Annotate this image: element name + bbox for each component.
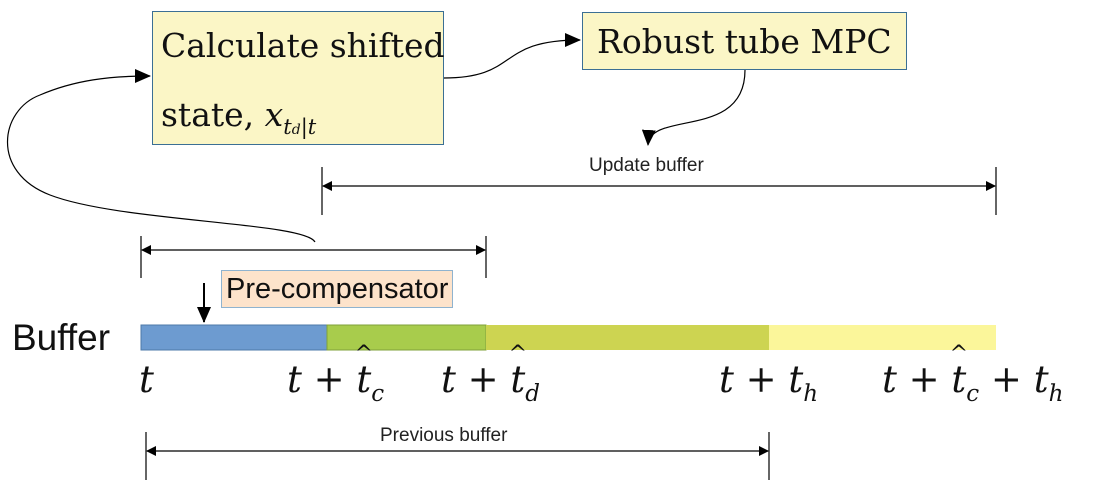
buffer-segment-3 [486, 325, 769, 350]
feedback-to-calc-connector [6, 69, 316, 243]
tick-last-sub2: h [1048, 381, 1064, 407]
mpc-box-label: Robust tube MPC [597, 22, 892, 61]
tick-t-plus-tc: t + tc [287, 358, 384, 407]
robust-tube-mpc-box: Robust tube MPC [582, 12, 907, 70]
previous-buffer-label: Previous buffer [380, 425, 508, 446]
tick-th-prefix: t + t [719, 358, 804, 401]
update-buffer-span [321, 167, 997, 215]
mpc-to-buffer-connector [641, 69, 746, 146]
previous-buffer-span [145, 432, 770, 480]
tick-t-plus-tc-plus-th: t + tc + th [882, 358, 1063, 407]
calculate-box-state-var: x [264, 95, 284, 134]
update-buffer-label: Update buffer [589, 155, 704, 176]
tick-tc-sub: c [371, 381, 385, 407]
tick-tc-prefix: t + [287, 358, 357, 401]
calculate-shifted-state-box: Calculate shifted state, xtd|t [152, 11, 445, 145]
tick-t: t [139, 358, 154, 401]
tick-tc-hat-var: t [356, 358, 371, 401]
buffer-segment-1 [140, 324, 328, 351]
pre-compensator-box: Pre-compensator [221, 270, 454, 308]
calc-to-mpc-connector [443, 33, 581, 79]
buffer-segment-2 [326, 324, 487, 351]
buffer-bar [140, 324, 996, 351]
calculate-box-sub-bar-t: |t [300, 115, 317, 139]
tick-th-sub: h [803, 381, 819, 407]
tick-last-suffix: + t [979, 358, 1049, 401]
calculate-box-line1: Calculate shifted [161, 26, 445, 65]
calculate-box-state-sub: td|t [283, 115, 316, 139]
tick-t-plus-th: t + th [719, 358, 818, 407]
calculate-box-sub-t: t [283, 115, 292, 139]
tick-td-sub: d [525, 381, 541, 407]
tick-td-prefix: t + [441, 358, 511, 401]
buffer-label: Buffer [12, 317, 111, 358]
calculate-box-sub-d: d [291, 122, 301, 138]
tick-last-hat-var: t [951, 358, 966, 401]
calculate-box-line2-text: state, [161, 95, 255, 134]
tick-last-sub: c [966, 381, 980, 407]
precompensation-span [140, 236, 487, 278]
tick-last-prefix: t + [882, 358, 952, 401]
tick-td-hat-var: t [510, 358, 525, 401]
calculate-box-line2: state, xtd|t [161, 95, 316, 139]
tick-t-plus-td: t + td [441, 358, 540, 407]
